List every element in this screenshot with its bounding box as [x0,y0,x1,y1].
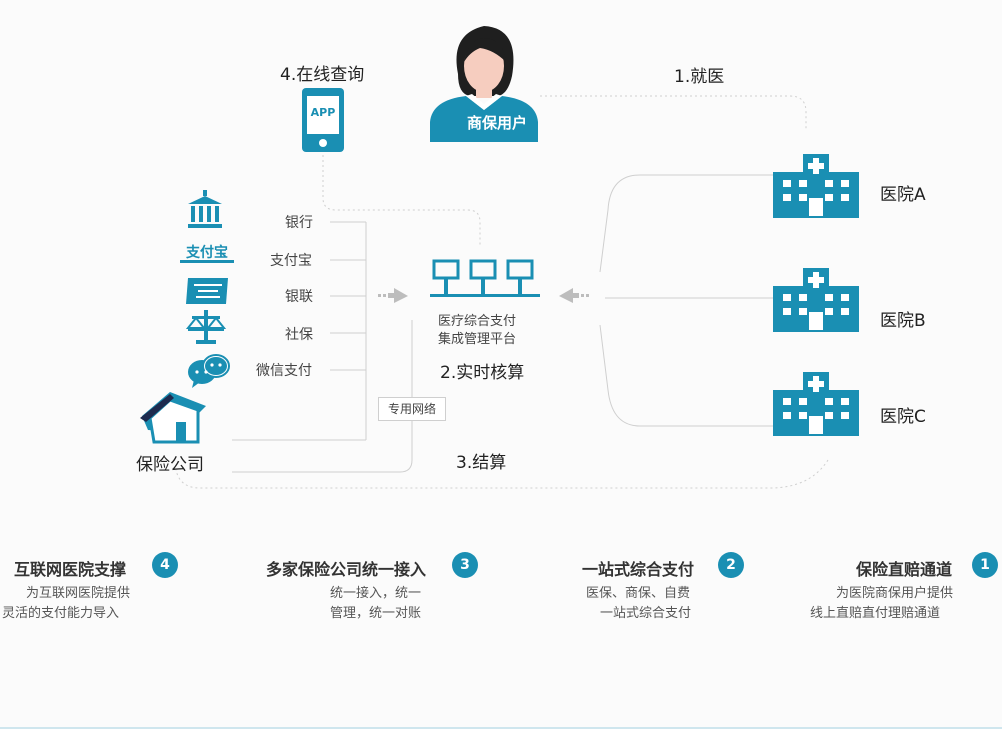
channel-label-unionpay: 银联 [285,289,313,305]
feature-1-title: 保险直赔通道 [856,560,953,579]
hospital-c-label: 医院C [880,407,926,427]
platform-label-line2: 集成管理平台 [438,332,517,347]
feature-1-desc-line2: 线上直赔直付理赔通道 [810,606,941,621]
hospital-a-icon [773,154,859,218]
channel-label-bank: 银行 [285,215,313,231]
house-icon [140,390,210,444]
wechat-icon [186,352,230,388]
hospital-b-icon [773,268,859,332]
footer-divider [0,727,1002,729]
feature-2-number: 2 [718,552,744,578]
feature-4-number: 4 [152,552,178,578]
step1-label: 1.就医 [674,67,725,87]
step2-label: 2.实时核算 [440,363,525,383]
feature-2-desc-line2: 一站式综合支付 [600,606,692,621]
feature-3-desc-line2: 管理，统一对账 [330,606,422,621]
svg-text:支付宝: 支付宝 [185,244,228,261]
platform-label-line1: 医疗综合支付 [438,314,517,329]
user-label: 商保用户 [466,114,527,132]
step4-label: 4.在线查询 [280,65,365,85]
hospital-c-icon [773,372,859,436]
channel-label-socialsecurity: 社保 [285,327,313,343]
feature-4-title: 互联网医院支撑 [14,560,127,579]
user-avatar [428,14,540,142]
channel-label-wechatpay: 微信支付 [256,363,312,379]
feature-4-desc-line1: 为互联网医院提供 [26,586,131,601]
hospital-b-label: 医院B [880,311,926,331]
unionpay-icon [184,276,230,306]
feature-3-number: 3 [452,552,478,578]
feature-1-desc-line1: 为医院商保用户提供 [836,586,954,601]
scales-icon [185,308,227,346]
private-network-label: 专用网络 [387,402,436,416]
network-platform-icon [428,258,542,300]
phone-icon [302,88,344,152]
alipay-icon: 支付宝 [178,240,236,266]
feature-4-desc-line2: 灵活的支付能力导入 [2,606,120,621]
feature-3-title: 多家保险公司统一接入 [266,560,427,579]
app-label: APP [310,106,336,119]
feature-1-number: 1 [972,552,998,578]
feature-2-desc-line1: 医保、商保、自费 [586,586,691,601]
feature-3-desc-line1: 统一接入，统一 [330,586,422,601]
channel-label-alipay: 支付宝 [270,253,312,269]
feature-2-title: 一站式综合支付 [582,560,695,579]
bank-icon [186,190,224,230]
private-network-badge: 专用网络 [378,397,446,421]
insurance-company-label: 保险公司 [136,455,204,475]
step3-label: 3.结算 [456,453,507,473]
hospital-a-label: 医院A [880,185,926,205]
